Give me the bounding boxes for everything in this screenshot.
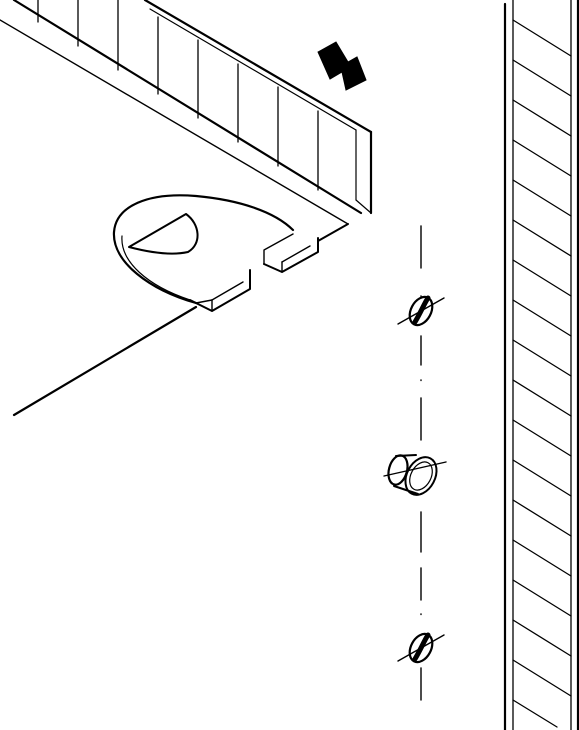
shelf-panel <box>0 0 373 417</box>
direction-arrow-icon <box>317 41 367 91</box>
side-panel-hatching <box>512 19 572 728</box>
drill-hole-lower <box>397 632 445 664</box>
shelf-support-clip <box>112 194 319 312</box>
shelf-edge-hatching <box>37 0 319 191</box>
drill-hole-upper <box>397 295 445 327</box>
cabinet-side-panel <box>503 0 579 730</box>
shelf-pin <box>383 454 447 496</box>
